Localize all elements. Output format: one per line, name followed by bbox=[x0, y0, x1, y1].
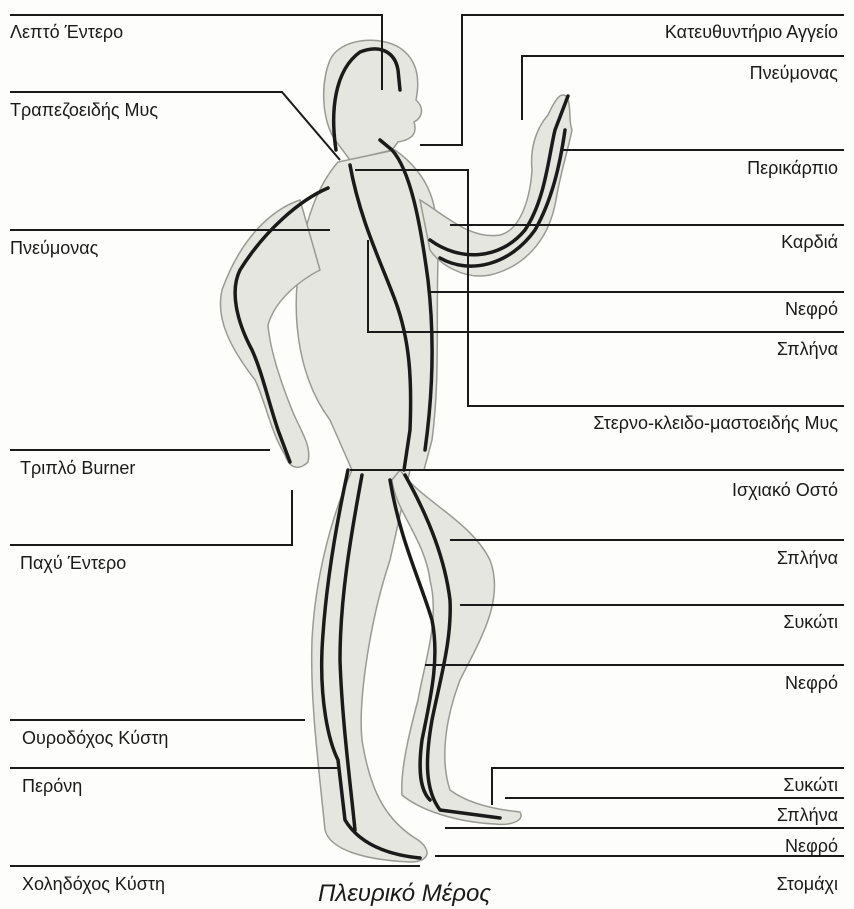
label-right-ischium: Ισχιακό Οστό bbox=[732, 480, 838, 500]
label-right-liver-2: Συκώτι bbox=[783, 775, 838, 795]
label-left-gallbladder: Χοληδόχος Κύστη bbox=[22, 874, 165, 894]
standing-leg-shape bbox=[312, 470, 427, 862]
label-right-spleen-1: Σπλήνα bbox=[777, 339, 838, 359]
label-right-spleen-2: Σπλήνα bbox=[777, 548, 838, 568]
label-left-lung: Πνεύμονας bbox=[10, 238, 98, 258]
label-left-large-intestine: Παχύ Έντερο bbox=[20, 553, 126, 573]
label-left-trapezius: Τραπεζοειδής Μυς bbox=[10, 100, 158, 120]
label-right-kidney-2: Νεφρό bbox=[785, 673, 838, 693]
label-right-liver-1: Συκώτι bbox=[783, 612, 838, 632]
head-shape bbox=[324, 40, 422, 160]
label-left-triple-burner: Τριπλό Burner bbox=[20, 458, 135, 478]
label-right-kidney-1: Νεφρό bbox=[785, 299, 838, 319]
body-silhouette bbox=[220, 40, 572, 862]
diagram-caption: Πλευρικό Μέρος bbox=[318, 880, 491, 908]
leader-left-5 bbox=[10, 490, 292, 545]
label-right-sternocleidomastoid: Στερνο-κλειδο-μαστοειδής Μυς bbox=[593, 413, 838, 433]
label-right-pericardium: Περικάρπιο bbox=[747, 158, 838, 178]
label-right-stomach: Στομάχι bbox=[777, 874, 838, 894]
label-right-kidney-3: Νεφρό bbox=[785, 836, 838, 856]
label-right-spleen-3: Σπλήνα bbox=[777, 805, 838, 825]
label-left-small-intestine: Λεπτό Έντερο bbox=[10, 22, 123, 42]
rear-leg-shape bbox=[392, 470, 521, 824]
label-right-heart: Καρδιά bbox=[781, 232, 838, 252]
label-left-bladder: Ουροδόχος Κύστη bbox=[22, 728, 168, 748]
label-right-lung: Πνεύμονας bbox=[750, 63, 838, 83]
label-left-fibula: Περόνη bbox=[22, 776, 82, 796]
label-right-governing-vessel: Κατευθυντήριο Αγγείο bbox=[665, 22, 838, 42]
